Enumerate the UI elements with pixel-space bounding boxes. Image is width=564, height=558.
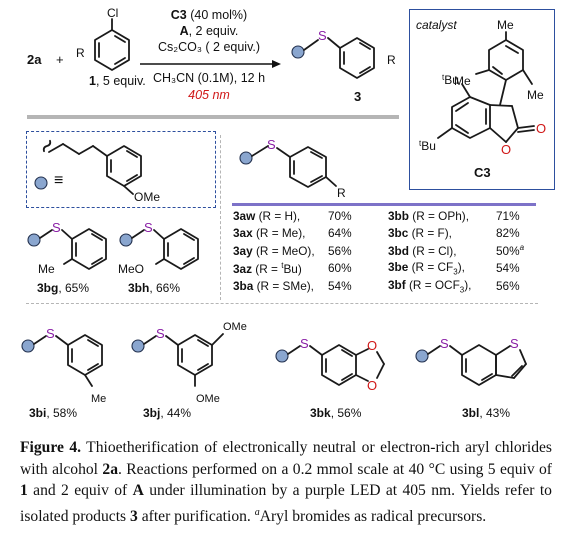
- table-rule: [232, 203, 536, 206]
- legend-substituent: OMe: [134, 190, 161, 204]
- reaction-arrow: [140, 60, 281, 68]
- section-separator: [27, 115, 399, 119]
- row-divider: [26, 303, 538, 304]
- tbu-bottom: tBu: [419, 139, 436, 153]
- sulfur-atom: S: [318, 28, 327, 43]
- table-row: 3ax (R = Me), 64% 3bc (R = F), 82%: [233, 226, 520, 241]
- product-3-label: 3: [354, 89, 362, 104]
- equivalence-sign: ≡: [54, 172, 64, 189]
- thiophene-sulfur: S: [510, 336, 519, 351]
- substituent-3bi: Me: [91, 393, 107, 405]
- oxygen-atom: O: [367, 378, 377, 393]
- condition-catalyst: C3 (40 mol%): [170, 8, 248, 22]
- sulfur-atom: S: [440, 336, 449, 351]
- sulfur-atom: S: [46, 326, 55, 341]
- oxygen-atom: O: [367, 338, 377, 353]
- condition-solvent: CH₃CN (0.1M), 12 h: [152, 71, 266, 85]
- condition-wavelength: 405 nm: [188, 88, 230, 102]
- methyl-top: Me: [497, 18, 514, 32]
- catalyst-title: catalyst: [416, 18, 457, 32]
- tbu-top: tBu: [442, 73, 459, 87]
- product-3bl-label: 3bl, 43%: [462, 406, 511, 420]
- substituent-3bj-top: OMe: [223, 321, 247, 333]
- plus-sign: +: [56, 52, 64, 67]
- product-3bj-label: 3bj, 44%: [143, 406, 192, 420]
- product-3bk-structure: S O O: [275, 336, 385, 393]
- product-3bi-structure: S: [21, 326, 103, 387]
- legend-structure: [34, 139, 142, 195]
- carbonyl-oxygen: O: [536, 121, 546, 136]
- table-row: 3ay (R = MeO), 56% 3bd (R = Cl), 50%a: [233, 243, 525, 259]
- substituent-3bh: MeO: [118, 262, 145, 276]
- catalyst-label: C3: [474, 165, 491, 180]
- condition-additive: A, 2 equiv.: [179, 24, 239, 38]
- product-3bj-structure: S: [131, 326, 224, 387]
- figure-caption: Figure 4. Thioetherification of electron…: [20, 439, 552, 525]
- product-r-substituent: R: [387, 53, 396, 67]
- product-3bl-structure: S S: [415, 336, 527, 386]
- product-3bk-label: 3bk, 56%: [310, 406, 362, 420]
- substituent-3bg: Me: [38, 262, 55, 276]
- catalyst-structure: Me Me Me O O tBu tBu: [419, 18, 546, 157]
- table-row: 3ba (R = SMe), 54% 3bf (R = OCF3), 56%: [233, 277, 520, 294]
- legend-box: ≡ OMe: [26, 131, 216, 208]
- yield-table: 3aw (R = H), 70% 3bb (R = OPh), 71% 3ax …: [233, 207, 524, 295]
- catalyst-box: catalyst Me Me Me O O tBu tBu C3: [409, 9, 555, 190]
- sulfur-atom: S: [300, 336, 309, 351]
- sulfur-atom: S: [267, 137, 276, 152]
- table-row: 3aw (R = H), 70% 3bb (R = OPh), 71%: [233, 208, 520, 223]
- chlorine-atom: Cl: [107, 6, 118, 20]
- sulfur-atom: S: [156, 326, 165, 341]
- table-row: 3az (R = tBu) 60% 3be (R = CF3), 54%: [233, 260, 520, 277]
- reactant-1-label: 1, 5 equiv.: [89, 74, 146, 88]
- methyl-left: Me: [454, 74, 471, 88]
- sulfur-atom: S: [52, 220, 61, 235]
- r-substituent: R: [76, 46, 85, 60]
- methyl-right: Me: [527, 88, 544, 102]
- reactant-2a-label: 2a: [27, 52, 42, 67]
- condition-base: Cs₂CO₃ ( 2 equiv.): [157, 40, 261, 54]
- product-3bg-label: 3bg, 65%: [37, 281, 90, 295]
- ring-oxygen: O: [501, 142, 511, 157]
- product-3bi-label: 3bi, 58%: [29, 406, 78, 420]
- table-r-label: R: [337, 186, 346, 200]
- aryl-chloride-structure: Cl R: [76, 6, 130, 71]
- table-header-structure: S: [239, 137, 337, 188]
- sulfur-atom: S: [144, 220, 153, 235]
- product-3bh-structure: S: [119, 220, 199, 270]
- substituent-3bj-bottom: OMe: [196, 393, 220, 405]
- vertical-divider: [220, 135, 221, 300]
- product-3-structure: S R: [291, 28, 396, 79]
- product-3bg-structure: Me S: [27, 220, 107, 270]
- product-3bh-label: 3bh, 66%: [128, 281, 181, 295]
